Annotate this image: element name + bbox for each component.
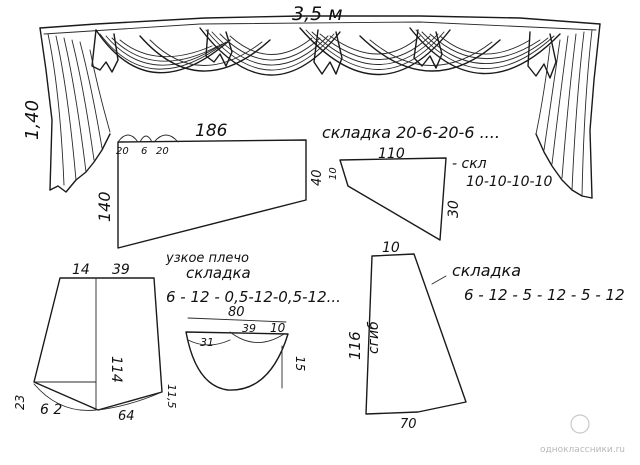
panel-shoulder-bottom-left: 6 2 <box>40 402 62 418</box>
panel-bowl-left: 31 <box>200 336 214 349</box>
panel-jabot-note: складка <box>452 261 521 280</box>
panel-shoulder-right-side: 11,5 <box>165 384 178 409</box>
panel-shoulder-left-side: 23 <box>13 395 27 410</box>
curtain-height-label: 1,40 <box>22 100 43 140</box>
panel-fold: складка 20-6-20-6 .... 110 10 30 - скл 1… <box>322 123 553 241</box>
panel-main-right-label: 40 <box>310 169 325 186</box>
watermark-logo-icon <box>570 414 590 434</box>
watermark: одноклассники.ru <box>540 414 625 455</box>
jabot-pointer <box>431 275 447 285</box>
panel-main-outline <box>117 139 307 249</box>
arc-bottom-right <box>97 391 163 411</box>
cornice-line-inner <box>43 21 597 35</box>
pleat-c-label: 20 <box>156 146 169 157</box>
panel-bowl-outline <box>185 331 289 391</box>
panel-main: 20 6 20 186 140 40 <box>95 121 325 249</box>
panel-shoulder-note2: складка <box>186 264 251 282</box>
bowl-inner-arc <box>229 331 285 343</box>
panel-jabot-seq: 6 - 12 - 5 - 12 - 5 - 12 <box>464 286 625 304</box>
panel-shoulder-height: 114 <box>108 356 124 383</box>
panel-jabot: 10 116 сгиб 70 складка 6 - 12 - 5 - 12 -… <box>346 240 625 432</box>
jabot-cascades <box>91 29 557 79</box>
bowl-top-dimension <box>187 317 287 323</box>
arc-bottom-left <box>33 383 97 411</box>
bowl-left-arc <box>187 339 231 346</box>
pleat-b-label: 6 <box>141 146 147 157</box>
curtain-width-label: 3,5 м <box>292 3 343 25</box>
panel-fold-note: - скл <box>452 156 487 172</box>
watermark-text: одноклассники.ru <box>540 445 625 455</box>
panel-shoulder-note1: узкое плечо <box>165 251 249 266</box>
right-side-drape <box>535 23 601 199</box>
left-side-drape <box>39 27 111 193</box>
panel-jabot-fold: сгиб <box>366 321 382 354</box>
panel-bowl-depth: 15 <box>293 356 307 371</box>
panel-main-left-label: 140 <box>95 191 114 222</box>
panel-shoulder-top-left: 14 <box>72 262 90 278</box>
pleat-a-label: 20 <box>116 146 129 157</box>
panel-fold-top-label: 110 <box>378 146 405 162</box>
panel-shoulder-top-right: 39 <box>112 262 130 278</box>
panel-bowl-right-top: 10 <box>270 321 286 335</box>
panel-jabot-outline <box>365 253 467 415</box>
panel-shoulder-seq: 6 - 12 - 0,5-12-0,5-12... <box>166 288 341 306</box>
cornice-line <box>39 15 601 29</box>
panel-jabot-bottom: 70 <box>400 417 417 432</box>
panel-fold-label: складка 20-6-20-6 .... <box>322 123 500 142</box>
panel-bowl-mid: 39 <box>242 322 256 335</box>
curtain-illustration: 3,5 м 1,40 <box>22 3 601 199</box>
panel-bowl-top: 80 <box>228 305 245 320</box>
panel-fold-outline <box>339 157 447 241</box>
panel-shoulder-bottom-right: 64 <box>118 409 135 424</box>
panel-fold-left-label: 10 <box>328 167 339 180</box>
panel-fold-right-label: 30 <box>446 200 462 218</box>
panel-main-top-label: 186 <box>195 121 228 141</box>
swag-festoons <box>95 27 561 76</box>
panel-fold-seq: 10-10-10-10 <box>466 174 553 190</box>
panel-shoulder: 14 39 114 23 6 2 64 11,5 узкое плечо скл… <box>13 251 341 424</box>
panel-jabot-height: 116 <box>346 331 364 360</box>
panel-shoulder-outline <box>33 277 163 411</box>
panel-jabot-top: 10 <box>382 240 400 256</box>
panel-bowl: 80 39 10 31 15 <box>185 305 307 391</box>
